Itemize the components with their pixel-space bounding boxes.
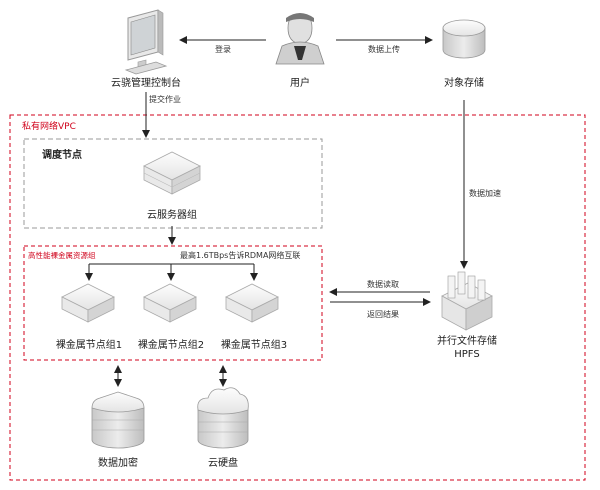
bm-node-1-icon: [61, 283, 115, 323]
bm-node-2-label: 裸金属节点组2: [138, 338, 204, 351]
accelerate-label: 数据加速: [469, 188, 501, 198]
bm-pool-label: 高性能裸金属资源组: [28, 250, 96, 260]
vpc-label: 私有网络VPC: [22, 120, 76, 132]
hpfs-sublabel: HPFS: [454, 349, 479, 360]
object-storage-icon: [442, 19, 486, 59]
submit-job-label: 提交作业: [149, 94, 181, 104]
return-label: 返回结果: [367, 309, 399, 319]
cloud-disk-icon: [197, 387, 249, 449]
upload-label: 数据上传: [368, 44, 400, 54]
scheduler-region: [23, 138, 323, 229]
server-group-icon: [143, 151, 201, 195]
vpc-region: [9, 114, 586, 481]
rdma-note: 最高1.6TBps告诉RDMA网络互联: [180, 250, 300, 260]
data-encrypt-icon: [91, 391, 145, 449]
server-group-label: 云服务器组: [147, 208, 197, 221]
console-label: 云骁管理控制台: [111, 76, 181, 89]
bm-node-3-icon: [225, 283, 279, 323]
bm-node-1-label: 裸金属节点组1: [56, 338, 122, 351]
hpfs-storage-icon: [441, 271, 493, 331]
scheduler-label: 调度节点: [42, 148, 82, 161]
distribution-tree: [85, 263, 258, 281]
user-label: 用户: [290, 76, 310, 89]
bm-pool-region: [23, 245, 323, 361]
bm-node-3-label: 裸金属节点组3: [221, 338, 287, 351]
login-label: 登录: [215, 44, 231, 54]
object-storage-label: 对象存储: [444, 76, 484, 89]
console-monitor-icon: [124, 9, 168, 75]
cloud-disk-label: 云硬盘: [208, 456, 238, 469]
read-label: 数据读取: [367, 279, 399, 289]
user-icon: [275, 13, 325, 65]
hpfs-label: 并行文件存储: [437, 334, 497, 347]
data-encrypt-label: 数据加密: [98, 456, 138, 469]
bm-node-2-icon: [143, 283, 197, 323]
